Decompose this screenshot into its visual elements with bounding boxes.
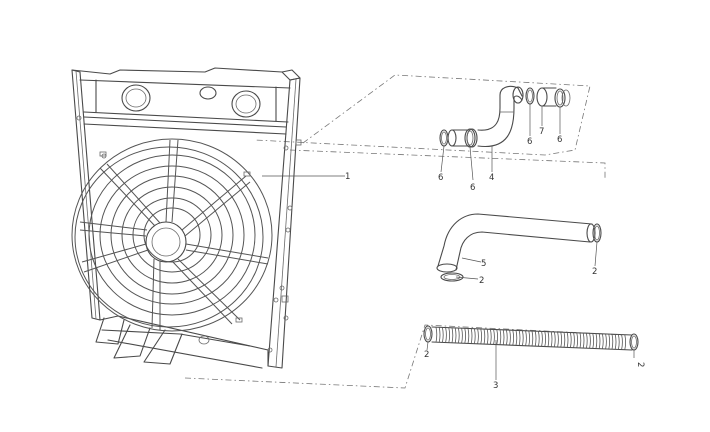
- hose-rib: [438, 327, 441, 343]
- callout-6-clamp-b: 6: [470, 183, 475, 193]
- leader-lines: [262, 104, 635, 380]
- hose-rib: [554, 331, 556, 347]
- hose-rib: [602, 333, 604, 349]
- hose-rib: [480, 328, 482, 345]
- callout-3: 3: [493, 381, 498, 391]
- hose-rib: [547, 331, 550, 347]
- hose-rib: [448, 327, 450, 343]
- hose-rib: [589, 333, 591, 349]
- hose-rib: [531, 330, 534, 347]
- hose-rib: [592, 333, 594, 349]
- clamp-upper-right-a: [525, 87, 535, 105]
- hose-rib: [467, 328, 470, 344]
- hose-rib: [454, 327, 457, 344]
- hose-rib: [563, 332, 566, 348]
- hose-rib: [598, 333, 601, 349]
- hose-rib: [493, 329, 495, 345]
- flexible-hose: [431, 326, 633, 351]
- connector-ring-7: [536, 87, 557, 107]
- fan-guard: [71, 138, 273, 332]
- clamp-lower-2a: [440, 272, 464, 282]
- hose-rib: [490, 329, 492, 345]
- hose-rib: [435, 327, 438, 343]
- hose-rib: [515, 330, 518, 346]
- hose-rib: [525, 330, 527, 346]
- callout-2-b: 2: [592, 267, 597, 277]
- hose-rib: [576, 332, 578, 348]
- assembly-boundary-lines: [184, 74, 626, 389]
- callout-2-c: 2: [424, 350, 429, 360]
- hose-rib: [560, 332, 562, 348]
- hose-rib: [573, 332, 575, 348]
- hose-rib: [595, 333, 598, 349]
- clamp-upper-right-b: [554, 88, 571, 108]
- hose-rib: [544, 331, 546, 347]
- hose-rib: [518, 330, 521, 346]
- hose-rib: [605, 333, 607, 350]
- elbow-pipe-lower: [436, 213, 596, 273]
- callout-6-clamp-d: 6: [557, 135, 562, 145]
- hose-rib: [550, 331, 553, 347]
- callout-2-d: 2: [635, 362, 645, 367]
- hose-rib: [451, 327, 454, 343]
- callout-labels: 1 6 6 4 6 7 6 5 2 2 2 3 2: [345, 127, 645, 391]
- hose-rib: [522, 330, 524, 346]
- hose-rib: [464, 328, 466, 344]
- hose-rib: [474, 328, 476, 344]
- hose-rib: [442, 327, 444, 343]
- hose-rib: [621, 334, 623, 350]
- hose-rib: [611, 334, 614, 350]
- callout-6-clamp-c: 6: [527, 137, 532, 147]
- hose-rib: [557, 331, 559, 348]
- hose-rib: [582, 332, 585, 349]
- hose-rib: [509, 330, 511, 346]
- hose-rib: [506, 329, 508, 346]
- hose-rib: [502, 329, 505, 345]
- hose-rib: [483, 328, 486, 345]
- hose-rib: [461, 328, 463, 344]
- clamp-upper-left-a: [439, 129, 449, 147]
- hose-rib: [528, 330, 530, 346]
- hose-rib: [586, 333, 588, 349]
- hose-rib: [579, 332, 582, 349]
- hose-rib: [618, 334, 620, 350]
- hose-rib: [624, 334, 626, 350]
- hose-rib: [445, 327, 447, 343]
- hose-rib: [486, 329, 489, 345]
- hose-rib: [477, 328, 479, 344]
- hose-rib: [470, 328, 473, 344]
- hose-rib: [458, 327, 460, 344]
- hose-rib: [512, 330, 514, 346]
- clamp-hose-right: [629, 333, 639, 351]
- clamp-lower-2b: [592, 223, 602, 243]
- callout-7: 7: [539, 127, 544, 137]
- callout-2-a: 2: [479, 276, 484, 286]
- hose-rib: [541, 331, 543, 347]
- hose-rib: [566, 332, 569, 348]
- callout-6-clamp-a: 6: [438, 173, 443, 183]
- hose-rib: [608, 333, 610, 350]
- connector-sleeve-left: [447, 129, 469, 147]
- hose-rib: [614, 334, 617, 350]
- hose-rib: [499, 329, 502, 345]
- hose-rib: [538, 331, 540, 347]
- hose-rib: [496, 329, 498, 345]
- callout-5: 5: [481, 259, 486, 269]
- callout-1: 1: [345, 172, 350, 182]
- radiator-frame: [71, 67, 302, 369]
- hose-rib: [570, 332, 572, 348]
- callout-4: 4: [489, 173, 494, 183]
- clamp-hose-left: [423, 325, 433, 343]
- hose-rib: [534, 331, 537, 347]
